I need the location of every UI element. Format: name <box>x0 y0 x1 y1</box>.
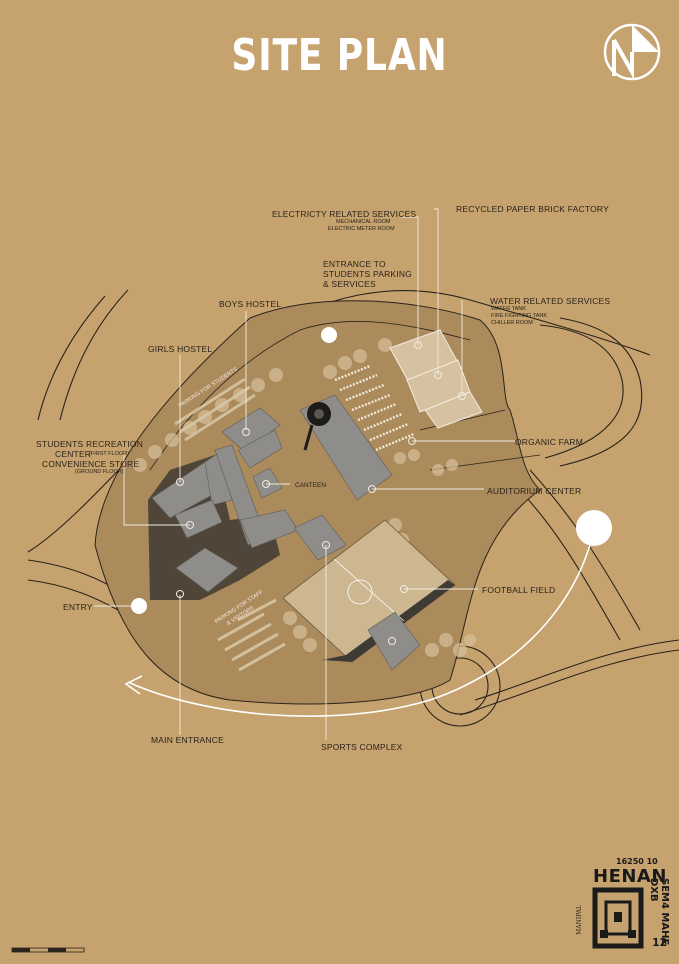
label-recreation-2b: (FIRST FLOOR) <box>89 451 129 457</box>
label-water-sub3: CHILLER ROOM <box>491 320 533 326</box>
title-block-name: HENAN <box>593 866 667 887</box>
label-entrance-parking-1: ENTRANCE TO <box>323 259 386 269</box>
sports-complex-block <box>293 514 347 561</box>
label-organic-farm: ORGANIC FARM <box>515 437 584 447</box>
label-girls-hostel: GIRLS HOSTEL <box>148 344 213 354</box>
title-block-sheet-number: 12 <box>652 936 668 949</box>
label-electricity: ELECTRICTY RELATED SERVICES <box>272 209 417 219</box>
label-entrance-parking-2: STUDENTS PARKING <box>323 269 412 279</box>
title-block-institution: MANIPAL <box>576 905 583 935</box>
label-auditorium: AUDITORIUM CENTER <box>487 486 582 496</box>
label-electricity-sub1: MECHANICAL ROOM <box>336 219 391 225</box>
label-sports-complex: SPORTS COMPLEX <box>321 742 403 752</box>
page-title: SITE PLAN <box>231 30 448 81</box>
label-water-services: WATER RELATED SERVICES <box>490 296 611 306</box>
label-water-sub1: WATER TANK <box>491 306 526 312</box>
label-recreation-2: CENTER <box>55 449 92 459</box>
label-main-entrance: MAIN ENTRANCE <box>151 735 224 745</box>
parking-students <box>174 377 256 442</box>
label-recreation-4: (GROUND FLOOR) <box>75 469 124 475</box>
label-entry: ENTRY <box>63 602 93 612</box>
entry-arc <box>127 527 595 717</box>
parking-staff <box>217 598 286 672</box>
entry-marker <box>131 598 147 614</box>
henan-logo <box>592 887 644 949</box>
title-block-id: 16250 10 <box>616 857 658 866</box>
label-football-field: FOOTBALL FIELD <box>482 585 556 595</box>
inner-road <box>149 321 471 471</box>
north-arrow-icon <box>603 23 661 81</box>
leader-lines <box>94 208 515 740</box>
label-electricity-sub2: ELECTRIC METER ROOM <box>328 226 395 232</box>
canteen-block <box>252 467 283 499</box>
label-water-sub2: FIRE FIGHTING TANK <box>491 313 548 319</box>
title-block-vertical: SEM4 MAHE DXB <box>648 878 670 946</box>
students-entrance-marker <box>321 327 337 343</box>
label-recreation-1: STUDENTS RECREATION <box>36 439 144 449</box>
boys-hostel-block <box>221 407 281 453</box>
main-gate-marker <box>576 510 612 546</box>
label-boys-hostel: BOYS HOSTEL <box>219 299 282 309</box>
label-recreation-3: CONVENIENCE STORE <box>42 459 140 469</box>
leader-nodes <box>176 341 466 645</box>
scale-bar <box>11 947 85 953</box>
organic-farm-rows <box>334 364 415 452</box>
label-recycled-brick: RECYCLED PAPER BRICK FACTORY <box>456 204 609 214</box>
label-canteen: CANTEEN <box>295 482 327 489</box>
service-pads <box>389 329 483 429</box>
label-entrance-parking-3: & SERVICES <box>323 279 376 289</box>
entry-arrow-icon <box>124 675 143 695</box>
